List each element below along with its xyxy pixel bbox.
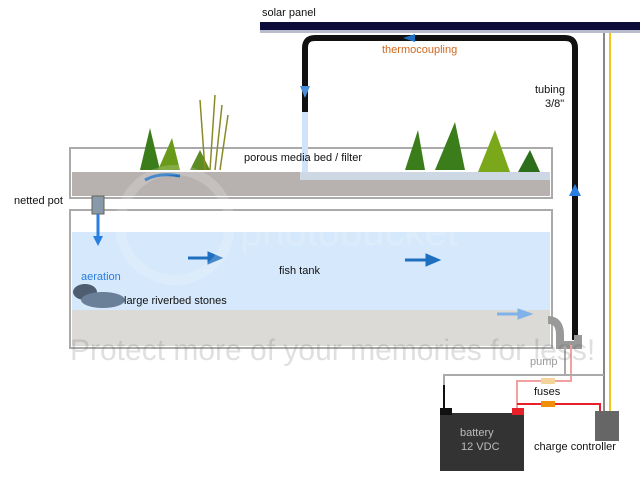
netted-pot <box>91 195 105 215</box>
tubing <box>302 35 578 340</box>
thermocoupling-label: thermocoupling <box>382 44 458 56</box>
bed-flow-arrow <box>144 173 181 182</box>
tubing-label: tubing <box>535 84 565 96</box>
thermo-arrow <box>403 34 415 42</box>
pump-label: pump <box>530 356 558 368</box>
fuse <box>541 378 555 384</box>
battery-voltage-label: 12 VDC <box>461 441 500 453</box>
tank-flow-arrows <box>188 251 442 267</box>
solar-panel-label: solar panel <box>262 7 316 19</box>
pump <box>547 316 582 349</box>
media-bed-label: porous media bed / filter <box>244 152 363 164</box>
battery <box>440 413 524 471</box>
up-arrow <box>569 184 581 196</box>
svg-text:Protect more of your memories: Protect more of your memories for less! <box>70 334 595 367</box>
charge-controller-label: charge controller <box>534 441 616 453</box>
tank-water <box>72 232 550 316</box>
charge-controller <box>595 411 619 441</box>
stone <box>81 292 125 308</box>
negative-terminal <box>440 408 452 415</box>
svg-text:photobucket: photobucket <box>240 210 458 254</box>
stones-label: large riverbed stones <box>124 295 227 307</box>
down-arrow <box>300 86 310 98</box>
plants <box>140 94 540 172</box>
battery-label: battery <box>460 427 494 439</box>
solar-panel-edge <box>260 30 640 33</box>
positive-terminal <box>512 408 524 415</box>
fish-tank-label: fish tank <box>279 265 320 277</box>
aeration-label: aeration <box>81 271 121 283</box>
pump-inflow-arrow <box>497 308 534 320</box>
tank-gravel <box>72 310 550 346</box>
tubing-size-label: 3/8" <box>545 98 565 110</box>
fuse <box>541 401 555 407</box>
fuses-label: fuses <box>534 386 561 398</box>
media-water <box>300 172 550 180</box>
solar-panel <box>260 22 640 32</box>
netted-pot-label: netted pot <box>14 195 63 207</box>
watermark: photobucket Protect more of your memorie… <box>70 165 595 367</box>
